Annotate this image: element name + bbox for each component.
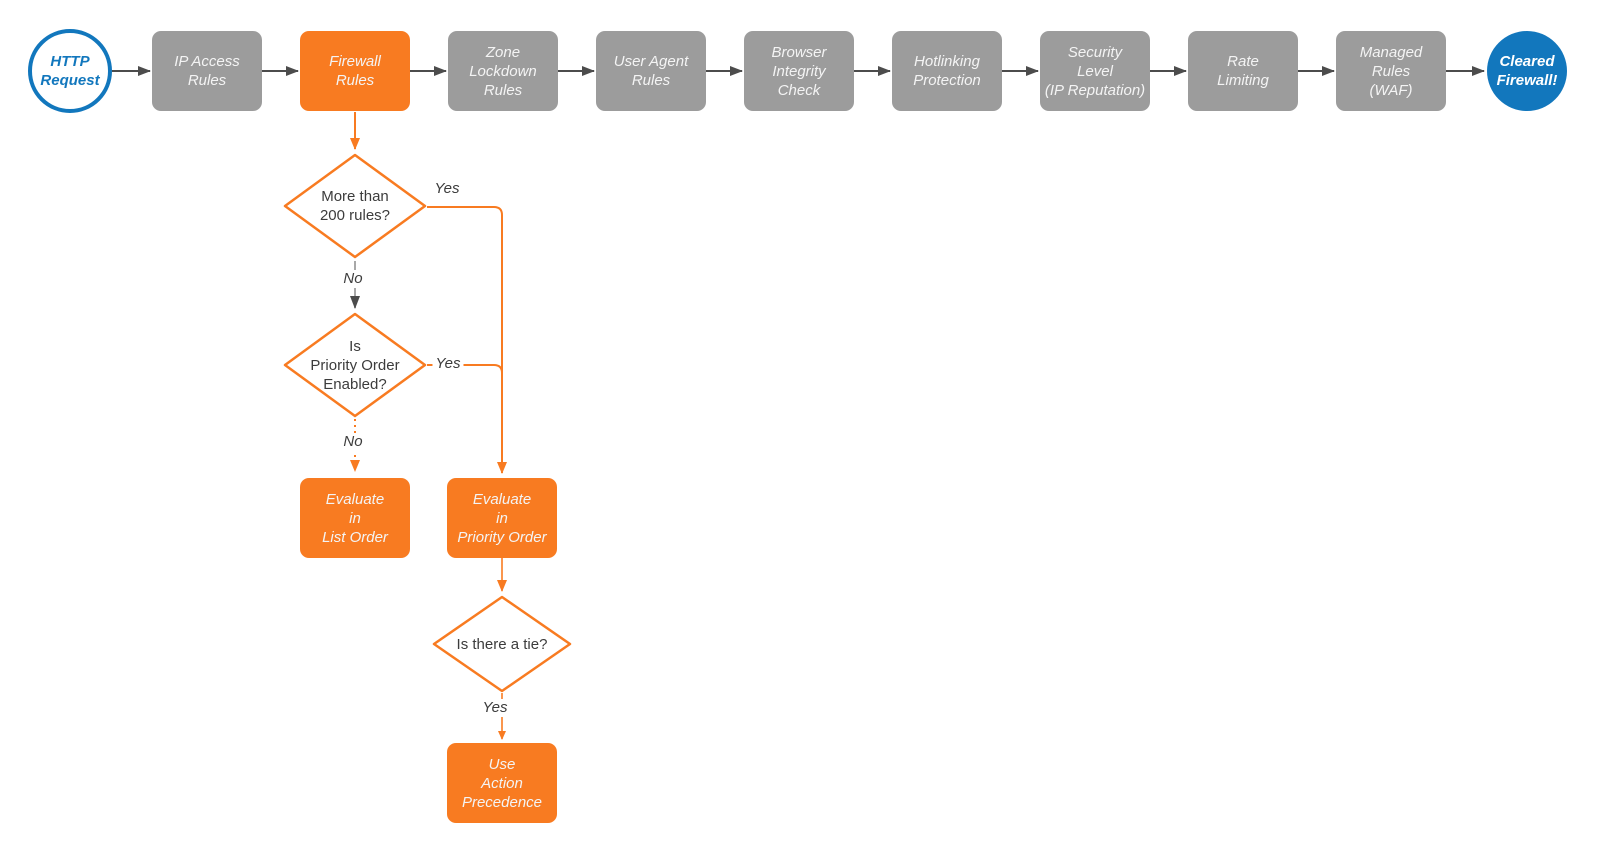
action-evaluate-list-order: Evaluate in List Order [300,478,410,558]
stage-security-level: Security Level (IP Reputation) [1040,31,1150,111]
decision-more-than-200-rules: More than 200 rules? [283,153,427,259]
edge-label-decision1-yes: Yes [431,180,463,198]
stage-managed-rules-waf: Managed Rules (WAF) [1336,31,1446,111]
action-evaluate-priority-order: Evaluate in Priority Order [447,478,557,558]
stage-user-agent-rules: User Agent Rules [596,31,706,111]
stage-label: Browser Integrity Check [771,43,827,99]
stage-label: Security Level (IP Reputation) [1044,43,1146,99]
end-node-label: Cleared Firewall! [1496,53,1558,89]
stage-rate-limiting: Rate Limiting [1188,31,1298,111]
diamond-shape [432,595,572,693]
edge-label-decision1-no: No [340,270,366,288]
start-node-http-request: HTTP Request [28,29,112,113]
edge-label-decision2-no: No [340,433,366,451]
stage-label: IP Access Rules [174,53,240,89]
stage-hotlinking-protection: Hotlinking Protection [892,31,1002,111]
end-node-cleared-firewall: Cleared Firewall! [1487,31,1567,111]
edge-label-decision3-yes: Yes [479,699,511,717]
action-label: Evaluate in List Order [322,490,388,546]
stage-label: Hotlinking Protection [913,53,981,89]
stage-label: Firewall Rules [329,53,381,89]
decision-label: Is Priority Order Enabled? [310,337,400,393]
stage-browser-integrity-check: Browser Integrity Check [744,31,854,111]
diamond-shape [283,153,427,259]
edge-label-decision2-yes: Yes [432,355,464,373]
decision-priority-order-enabled: Is Priority Order Enabled? [283,312,427,418]
edge-decision1-yes-to-priority-order [427,206,507,474]
action-use-action-precedence: Use Action Precedence [447,743,557,823]
decision-label: Is there a tie? [456,635,548,653]
action-label: Use Action Precedence [461,755,543,811]
stage-label: Rate Limiting [1217,53,1269,89]
diamond-shape [283,312,427,418]
stage-ip-access-rules: IP Access Rules [152,31,262,111]
stage-label: Zone Lockdown Rules [469,43,537,99]
stage-zone-lockdown-rules: Zone Lockdown Rules [448,31,558,111]
stage-label: User Agent Rules [613,53,689,89]
stage-firewall-rules: Firewall Rules [300,31,410,111]
stage-label: Managed Rules (WAF) [1359,43,1423,99]
action-label: Evaluate in Priority Order [457,490,547,546]
decision-is-there-a-tie: Is there a tie? [432,595,572,693]
start-node-label: HTTP Request [40,53,100,89]
decision-label: More than 200 rules? [319,188,391,224]
